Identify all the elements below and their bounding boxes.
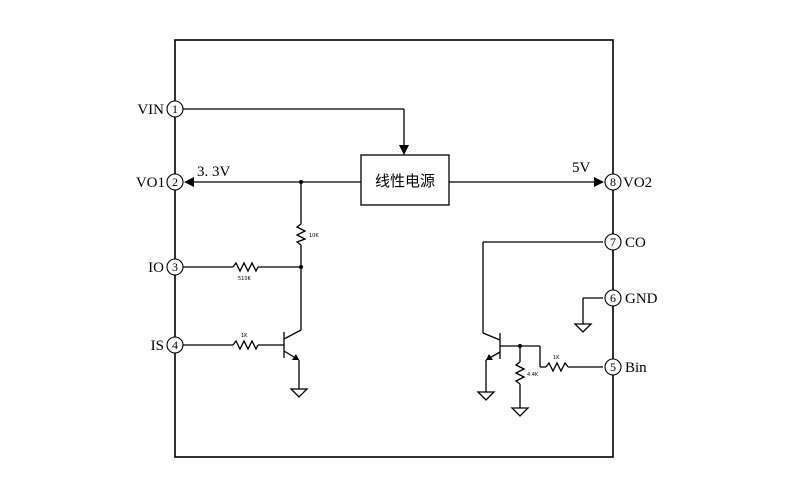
svg-text:1: 1 [172,102,178,116]
vin-wire [183,108,409,155]
resistor-1k-is [183,339,284,351]
module-frame [174,39,614,458]
pin-7-label: CO [625,235,646,251]
pin-4-label: IS [151,338,164,354]
pin-5-label: Bin [625,360,647,376]
resistor-1k-bin-value: 1K [553,355,560,361]
pin-8-label: VO2 [623,175,652,191]
resistor-510k [183,261,301,273]
resistor-4-4k [514,346,526,408]
svg-text:5: 5 [610,360,616,374]
svg-text:4: 4 [172,338,178,352]
pin-2: 2 [166,173,184,191]
transistor-left [283,329,302,389]
vo1-voltage-label: 3. 3V [197,164,231,180]
ground-symbol-right-1 [476,391,496,401]
pin-3: 3 [166,258,184,276]
ground-symbol-right-2 [510,407,530,417]
pin-8: 8 [604,173,622,191]
resistor-10k-value: 10K [309,233,319,239]
gnd-wire [573,297,603,333]
resistor-1k-bin [520,345,603,373]
svg-text:3: 3 [172,260,178,274]
transistor-right [482,332,522,392]
pin-6: 6 [604,289,622,307]
pin-3-label: IO [148,260,164,276]
vo2-voltage-label: 5V [572,160,591,176]
resistor-1k-is-value: 1K [241,333,248,339]
pin-1: 1 [166,100,184,118]
resistor-510k-value: 510K [238,276,252,282]
vo1-wire [184,177,361,187]
ground-symbol-left [289,388,309,398]
resistor-10k [295,182,307,330]
block-label: 线性电源 [375,172,435,190]
pin-6-label: GND [625,291,658,307]
svg-text:6: 6 [610,291,616,305]
svg-text:7: 7 [610,235,616,249]
pin-5: 5 [604,358,622,376]
co-wire [482,241,603,333]
pin-4: 4 [166,336,184,354]
pin-2-label: VO1 [136,175,165,191]
pin-7: 7 [604,233,622,251]
svg-text:8: 8 [610,175,616,189]
resistor-4-4k-value: 4.4K [527,372,539,378]
svg-text:2: 2 [172,175,178,189]
pin-1-label: VIN [137,102,164,118]
linear-power-block: 线性电源 [360,154,450,206]
